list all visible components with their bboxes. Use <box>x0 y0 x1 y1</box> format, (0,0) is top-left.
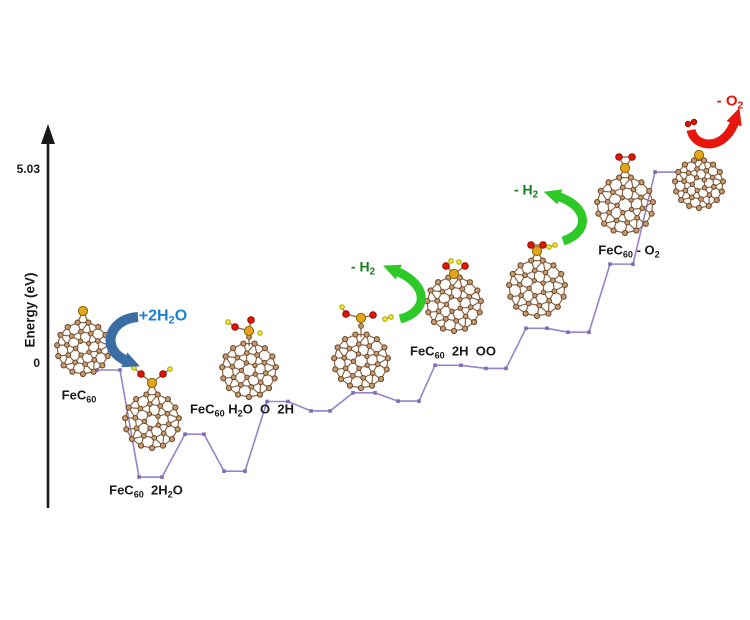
energy-profile-line <box>95 170 680 479</box>
molecule-fec60-2h-oo <box>424 258 484 335</box>
energy-axis <box>41 124 55 508</box>
add-water-arrow-icon <box>105 312 140 368</box>
release-o2-arrow-icon <box>686 107 742 149</box>
free-o2-icon <box>684 118 698 128</box>
fe-atom-icon <box>77 305 89 317</box>
molecule-fec60-o2 <box>594 153 656 237</box>
fe-atom-icon <box>531 245 543 257</box>
molecule-fec60-h2o-o-2h <box>219 316 279 401</box>
fe-atom-icon <box>146 377 158 389</box>
fe-atom-icon <box>243 325 255 337</box>
fe-atom-icon <box>693 149 705 161</box>
molecule-fec60 <box>54 305 112 378</box>
molecule-fec60-2h2o <box>122 365 182 452</box>
fe-atom-icon <box>619 162 631 174</box>
fe-atom-icon <box>355 312 367 324</box>
fe-atom-icon <box>448 268 460 280</box>
axis-arrowhead-icon <box>41 124 55 144</box>
free-h2-2-icon <box>546 242 558 250</box>
release-h2-arrow-1-icon <box>383 264 426 324</box>
molecule-fec60-oh-o <box>331 304 391 392</box>
molecule-fec60-final <box>672 149 726 212</box>
release-h2-arrow-2-icon <box>543 189 587 246</box>
molecule-fec60-oo <box>506 241 568 320</box>
free-h2-1-icon <box>382 314 394 322</box>
